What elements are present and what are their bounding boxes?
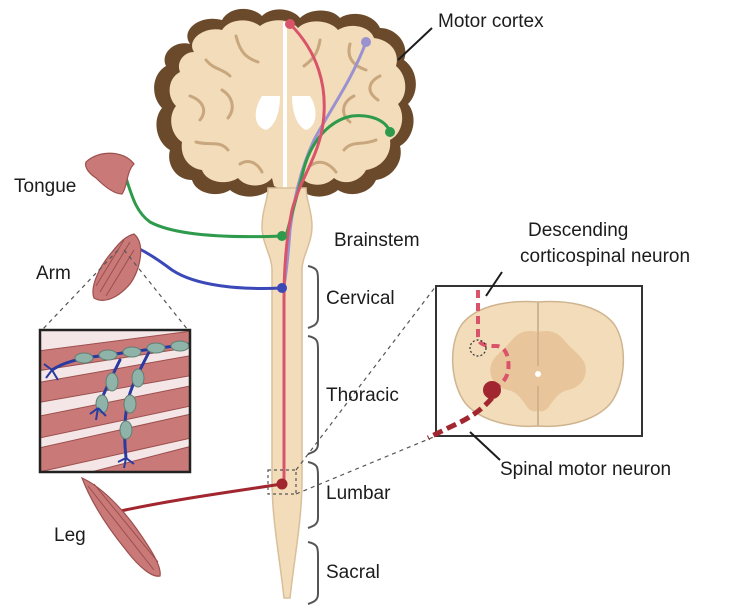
- spinal-motor-neuron-soma: [483, 381, 501, 399]
- label-sacral: Sacral: [326, 563, 380, 582]
- arm-cortex-soma: [361, 37, 371, 47]
- bracket-thoracic: [308, 336, 318, 454]
- label-lumbar: Lumbar: [326, 484, 390, 503]
- label-spinal-motor-neuron: Spinal motor neuron: [500, 460, 671, 479]
- label-cervical: Cervical: [326, 289, 395, 308]
- label-leg: Leg: [54, 526, 86, 545]
- label-arm: Arm: [36, 264, 71, 283]
- brain: [154, 9, 416, 199]
- brain-tissue: [170, 20, 406, 189]
- label-descending-line1: Descending: [528, 221, 628, 240]
- tongue-cortex-soma: [385, 127, 395, 137]
- label-descending-line2: corticospinal neuron: [520, 247, 690, 266]
- arm-motor-nerve: [128, 244, 282, 288]
- corticospinal-soma: [285, 19, 295, 29]
- leg-motor-nerve: [116, 484, 282, 512]
- label-brainstem: Brainstem: [334, 231, 420, 250]
- cord-central-canal: [535, 371, 541, 377]
- arm-motor-soma: [277, 283, 287, 293]
- tongue-motor-soma: [277, 231, 287, 241]
- bracket-sacral: [308, 542, 318, 604]
- label-thoracic: Thoracic: [326, 386, 399, 405]
- arm-inset: [30, 330, 200, 490]
- label-motor-cortex: Motor cortex: [438, 12, 544, 31]
- spinal-section-inset: [428, 286, 642, 438]
- arm-muscle: [93, 234, 141, 300]
- bracket-lumbar: [308, 462, 318, 528]
- label-tongue: Tongue: [14, 177, 76, 196]
- bracket-cervical: [308, 266, 318, 328]
- tongue-shape: [86, 153, 134, 194]
- segment-brackets: [308, 266, 318, 604]
- leg-motor-soma: [277, 479, 288, 490]
